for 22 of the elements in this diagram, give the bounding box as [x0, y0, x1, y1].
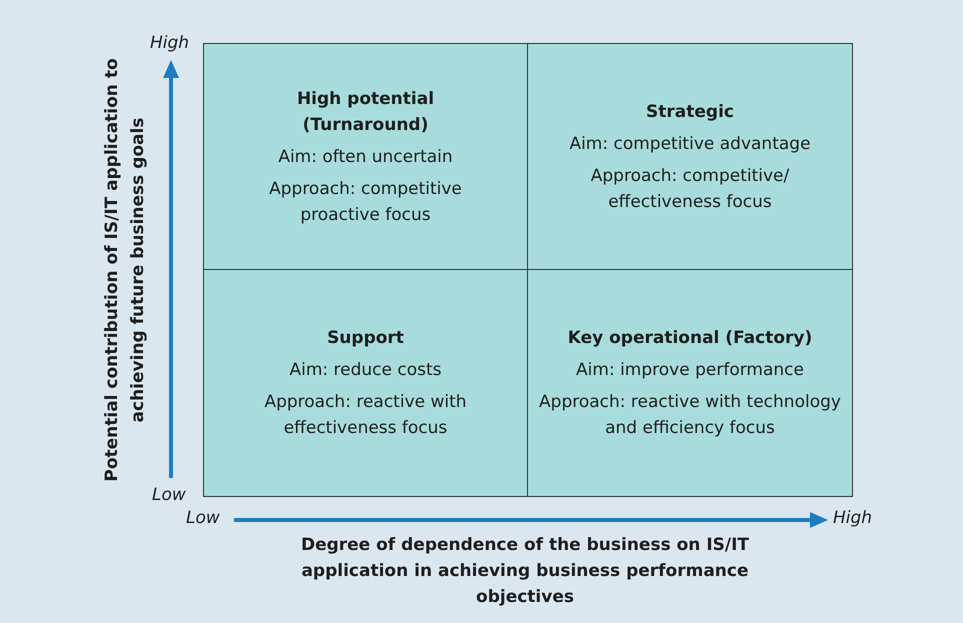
quadrant-box: [203, 269, 528, 497]
axis-end-label: High: [833, 508, 872, 528]
axis-end-label: Low: [152, 485, 186, 505]
quadrant-heading: Key operational (Factory): [566, 327, 814, 350]
quadrant-box: [527, 269, 853, 497]
approach-text: Approach: reactive with effectiveness focus: [263, 391, 468, 440]
axis-end-label: High: [150, 33, 190, 53]
axis-title: Degree of dependence of the business on IS/IT application in achieving business performance objectives: [300, 534, 750, 609]
aim-text: Aim: reduce costs: [288, 359, 443, 382]
approach-text: Approach: competitive/ effectiveness focus: [590, 164, 790, 214]
aim-text: Aim: competitive advantage: [568, 132, 812, 156]
aim-text: Aim: improve performance: [575, 359, 805, 382]
quadrant-box: [527, 43, 853, 270]
approach-text: Approach: reactive with technology and efficiency focus: [538, 391, 842, 440]
approach-text: Approach: competitive proactive focus: [268, 178, 463, 226]
quadrant-heading: Support: [326, 327, 405, 350]
quadrant-box: [203, 43, 528, 270]
axis-title: Potential contribution of IS/IT application to achieving future business goals: [101, 57, 149, 484]
aim-text: Aim: often uncertain: [277, 146, 454, 168]
quadrant-heading: Strategic: [645, 100, 735, 124]
axis-end-label: Low: [186, 508, 220, 528]
quadrant-heading: High potential (Turnaround): [296, 88, 436, 136]
